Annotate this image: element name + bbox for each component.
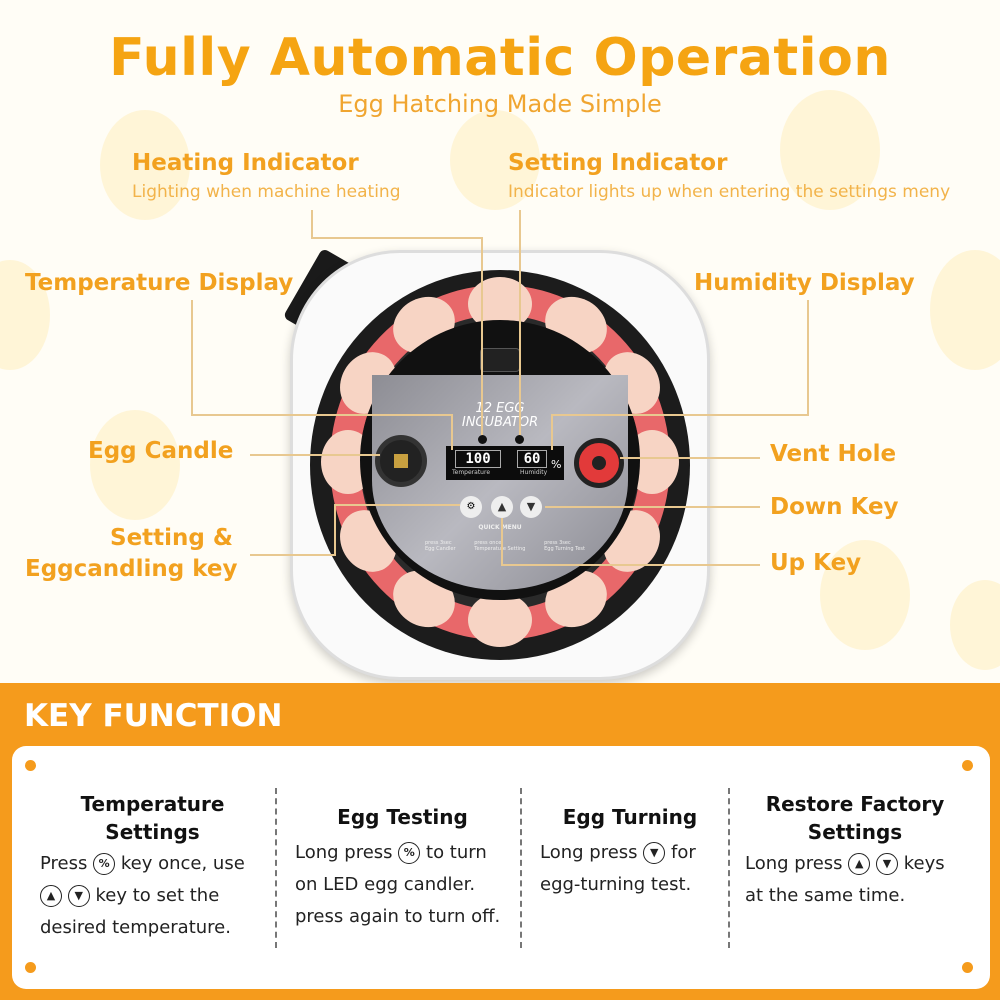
up-key-icon: ▲	[848, 853, 871, 875]
corner-dot	[962, 962, 973, 973]
corner-dot	[25, 760, 36, 771]
item-title: Egg Testing	[337, 805, 468, 829]
corner-dot	[25, 962, 36, 973]
chick-decoration	[90, 410, 180, 520]
chick-decoration	[780, 90, 880, 210]
chick-decoration	[100, 110, 190, 220]
setting-key-label-2: Eggcandling key	[25, 556, 238, 582]
model-line1: 12 EGG	[475, 401, 525, 416]
heating-indicator-led	[478, 435, 487, 444]
vent-hole[interactable]	[574, 438, 624, 488]
up-key-label: Up Key	[770, 550, 862, 576]
up-key[interactable]: ▲	[491, 496, 513, 518]
setting-indicator-led	[515, 435, 524, 444]
temperature-label: Temperature	[452, 469, 491, 476]
menu-hint: press once	[474, 540, 502, 546]
down-key-label: Down Key	[770, 494, 899, 520]
setting-indicator-label: Setting Indicator	[508, 150, 728, 176]
humidity-unit: %	[551, 458, 562, 471]
down-key-icon: ▼	[643, 842, 666, 864]
down-key[interactable]: ▼	[520, 496, 542, 518]
humidity-label: Humidity	[520, 469, 548, 476]
up-key-icon: ▲	[40, 885, 62, 907]
setting-candle-key[interactable]: ⚙	[460, 496, 482, 518]
chick-decoration	[930, 250, 1000, 370]
setting-key-label-1: Setting &	[110, 525, 233, 551]
menu-name: Egg Candler	[425, 546, 456, 552]
menu-name: Temperature Setting	[474, 546, 526, 552]
display-window	[446, 446, 564, 480]
setting-key-icon: %	[398, 842, 421, 864]
temperature-display: 100	[455, 450, 501, 468]
page-subtitle: Egg Hatching Made Simple	[338, 90, 662, 118]
heating-indicator-label: Heating Indicator	[132, 150, 359, 176]
divider	[728, 788, 730, 948]
key-function-card	[12, 746, 990, 989]
vent-hole-label: Vent Hole	[770, 441, 897, 467]
heating-indicator-desc: Lighting when machine heating	[132, 182, 401, 202]
temperature-display-label: Temperature Display	[25, 270, 294, 296]
leader-lines	[191, 210, 809, 566]
egg	[468, 593, 532, 647]
setting-key-icon: %	[93, 853, 116, 875]
corner-dot	[962, 760, 973, 771]
divider	[275, 788, 277, 948]
quick-menu-label: QUICK MENU	[478, 524, 522, 531]
humidity-display-label: Humidity Display	[694, 270, 915, 296]
item-title: Egg Turning	[562, 805, 698, 829]
power-socket	[480, 348, 520, 372]
key-function-title: KEY FUNCTION	[24, 698, 283, 734]
egg	[468, 277, 532, 331]
chick-decoration	[450, 110, 540, 210]
egg-candle-label: Egg Candle	[88, 438, 234, 464]
setting-indicator-desc: Indicator lights up when entering the se…	[508, 182, 951, 202]
chick-decoration	[950, 580, 1000, 670]
chick-decoration	[820, 540, 910, 650]
down-key-icon: ▼	[876, 853, 899, 875]
down-key-icon: ▼	[67, 885, 90, 907]
menu-hint: press 3sec	[425, 540, 452, 546]
humidity-display: 60	[517, 450, 547, 468]
egg-candle	[375, 435, 427, 487]
menu-hint: press 3sec	[544, 540, 571, 546]
page-title: Fully Automatic Operation	[109, 28, 891, 88]
menu-name: Egg Turning Test	[544, 546, 585, 552]
divider	[520, 788, 522, 948]
